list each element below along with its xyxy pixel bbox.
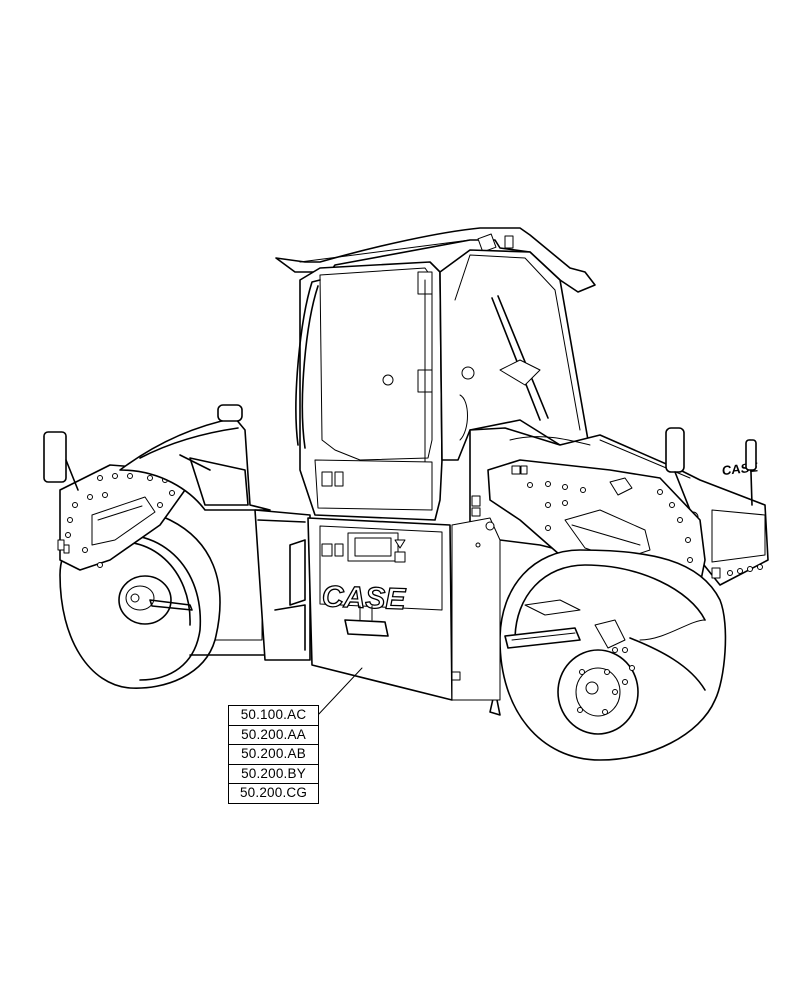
reference-link[interactable]: 50.200.BY — [229, 763, 318, 784]
operator-cab — [276, 228, 595, 520]
left-mirror — [44, 432, 78, 490]
center-side-panel: CASE — [308, 466, 527, 700]
reference-link[interactable]: 50.200.AA — [229, 724, 318, 745]
chassis-body — [255, 510, 310, 660]
reference-link[interactable]: 50.200.CG — [229, 783, 318, 803]
front-hood — [120, 405, 270, 510]
center-logo-text: CASE — [322, 580, 406, 616]
reference-link[interactable]: 50.100.AC — [240, 707, 307, 722]
reference-table: 50.100.AC 50.200.AA 50.200.AB 50.200.BY … — [228, 705, 319, 804]
reference-link[interactable]: 50.200.AB — [229, 744, 318, 764]
callout-leader-line — [317, 668, 362, 716]
rear-drum — [490, 550, 725, 760]
